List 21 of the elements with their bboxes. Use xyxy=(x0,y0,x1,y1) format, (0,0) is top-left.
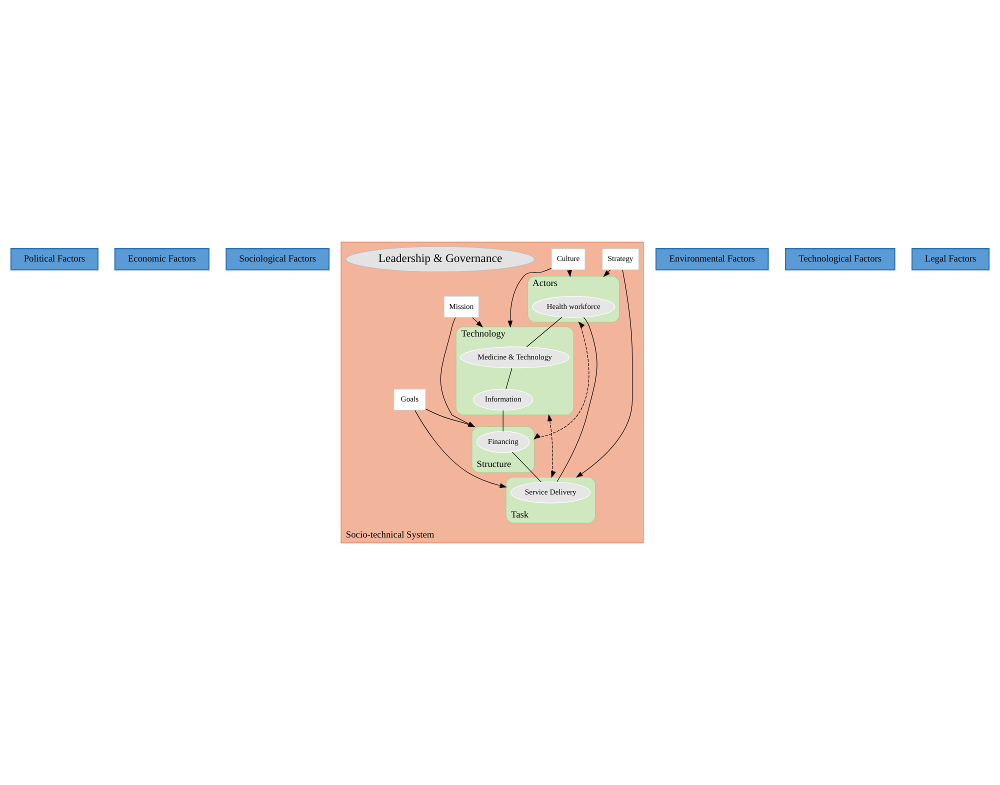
node-box: Political Factors xyxy=(10,248,98,270)
node-ellipse: Leadership & Governance xyxy=(346,246,535,272)
node-box: Economic Factors xyxy=(114,248,210,270)
arrow xyxy=(425,408,476,427)
arrow xyxy=(547,414,556,478)
arrow xyxy=(440,317,476,428)
connector xyxy=(526,316,562,348)
node-box: Environmental Factors xyxy=(655,248,769,270)
connector xyxy=(556,317,598,482)
arrow xyxy=(508,268,552,328)
connector xyxy=(502,410,504,432)
connector xyxy=(506,368,512,390)
arrow xyxy=(603,270,611,277)
arrow xyxy=(472,317,484,328)
node-box: Sociological Factors xyxy=(226,248,330,270)
arrow xyxy=(576,270,633,478)
connector xyxy=(512,452,542,482)
arrow xyxy=(534,322,590,440)
node-box: Technological Factors xyxy=(784,248,896,270)
arrow xyxy=(414,410,507,488)
node-box: Legal Factors xyxy=(912,248,990,270)
